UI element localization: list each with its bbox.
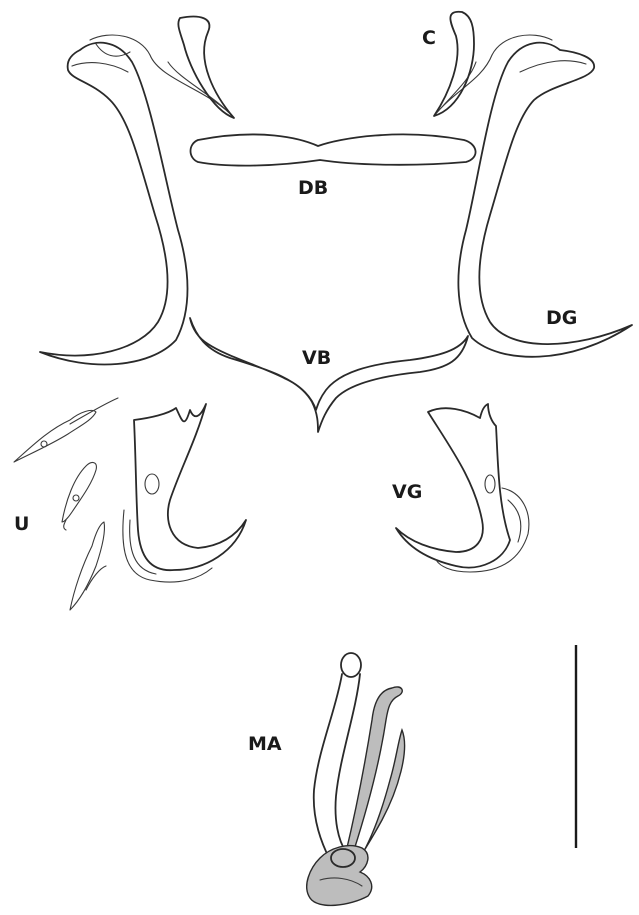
dorsal-anchor-right	[434, 12, 632, 357]
label-c: C	[422, 27, 436, 49]
ventral-bar	[190, 318, 468, 432]
label-ma: MA	[248, 733, 282, 755]
dorsal-anchor-left	[40, 17, 234, 365]
uncinuli	[14, 398, 118, 610]
dorsal-bar	[191, 134, 476, 165]
label-vg: VG	[392, 481, 422, 503]
label-vb: VB	[302, 347, 331, 369]
ventral-anchor-left	[123, 404, 246, 582]
label-dg: DG	[546, 307, 577, 329]
male-copulatory-organ	[307, 653, 405, 905]
label-u: U	[14, 513, 29, 535]
label-db: DB	[298, 177, 328, 199]
